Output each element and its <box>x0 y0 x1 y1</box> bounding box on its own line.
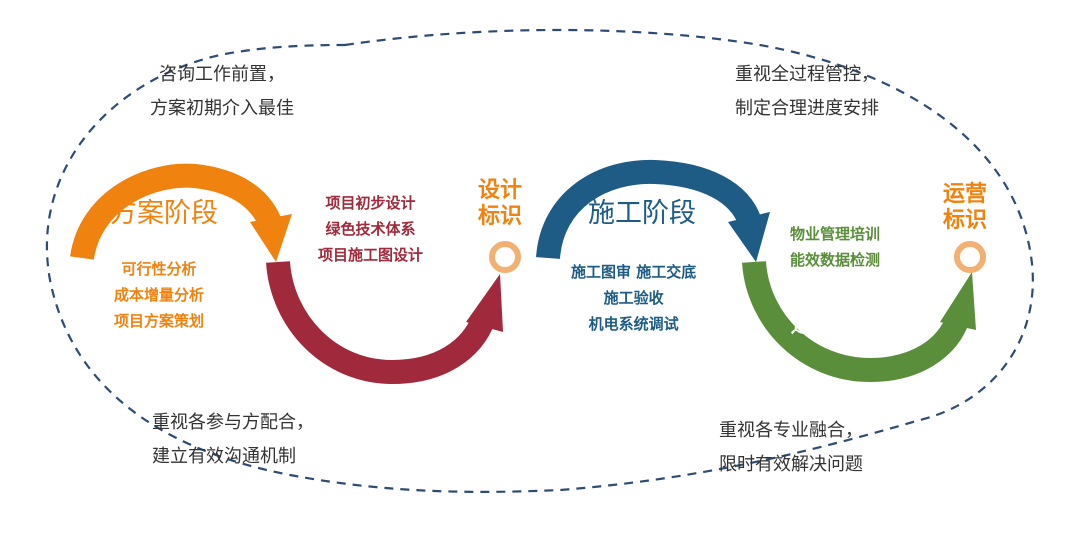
design-stage-items: 项目初步设计 绿色技术体系 项目施工图设计 <box>318 190 423 268</box>
note-line: 重视全过程管控， <box>735 64 879 85</box>
dashed-cycle-loop <box>45 28 1034 493</box>
design-stage-arrowhead <box>466 274 503 332</box>
note-top-right: 重视全过程管控， 制定合理进度安排 <box>735 58 879 126</box>
list-item: 可行性分析 <box>121 260 197 278</box>
construction-stage-items: 施工图审 施工交底 施工验收 机电系统调试 <box>571 259 696 337</box>
list-item: 物业管理培训 <box>790 225 881 243</box>
operation-stage-arrowhead <box>940 272 976 330</box>
list-item: 项目方案策划 <box>114 312 205 330</box>
operation-stage-items: 物业管理培训 能效数据检测 <box>790 221 880 273</box>
scheme-stage-arrow-body <box>70 163 284 261</box>
list-item: 绿色技术体系 <box>325 220 416 238</box>
note-line: 咨询工作前置， <box>159 64 285 85</box>
design-marker-label: 设计 标识 <box>478 178 522 230</box>
design-marker-ring-icon <box>489 241 521 273</box>
marker-line: 标识 <box>943 208 988 233</box>
operation-stage-arrow-body <box>742 260 970 383</box>
note-top-left: 咨询工作前置， 方案初期介入最佳 <box>150 58 294 126</box>
operation-marker-label: 运营 标识 <box>943 182 987 234</box>
marker-line: 运营 <box>943 182 988 207</box>
scheme-stage-items: 可行性分析 成本增量分析 项目方案策划 <box>114 256 204 334</box>
operation-stage-title: 运营阶段 <box>790 308 898 339</box>
marker-line: 设计 <box>478 178 523 203</box>
note-line: 方案初期介入最佳 <box>150 98 294 119</box>
design-stage-arrow-body <box>266 260 496 385</box>
list-item: 成本增量分析 <box>114 286 205 304</box>
note-bottom-right: 重视各专业融合， 限时有效解决问题 <box>719 414 863 482</box>
note-line: 限时有效解决问题 <box>719 454 863 475</box>
list-item: 机电系统调试 <box>588 315 679 333</box>
note-line: 制定合理进度安排 <box>735 98 879 119</box>
scheme-stage-title: 方案阶段 <box>110 198 218 229</box>
note-bottom-left: 重视各参与方配合， 建立有效沟通机制 <box>152 406 314 474</box>
list-item: 施工验收 <box>603 289 664 307</box>
operation-marker-ring-icon <box>954 241 986 273</box>
list-item: 施工图审 施工交底 <box>571 263 697 281</box>
list-item: 能效数据检测 <box>790 251 881 269</box>
scheme-stage-arrowhead <box>250 214 292 262</box>
construction-stage-arrow-body <box>536 159 762 260</box>
construction-stage-arrowhead <box>728 212 770 262</box>
design-stage-title: 设计阶段 <box>320 307 428 338</box>
note-line: 建立有效沟通机制 <box>152 446 296 467</box>
list-item: 项目施工图设计 <box>318 246 424 264</box>
marker-line: 标识 <box>478 204 523 229</box>
note-line: 重视各专业融合， <box>719 420 863 441</box>
note-line: 重视各参与方配合， <box>152 412 314 433</box>
list-item: 项目初步设计 <box>325 194 416 212</box>
construction-stage-title: 施工阶段 <box>588 198 696 229</box>
